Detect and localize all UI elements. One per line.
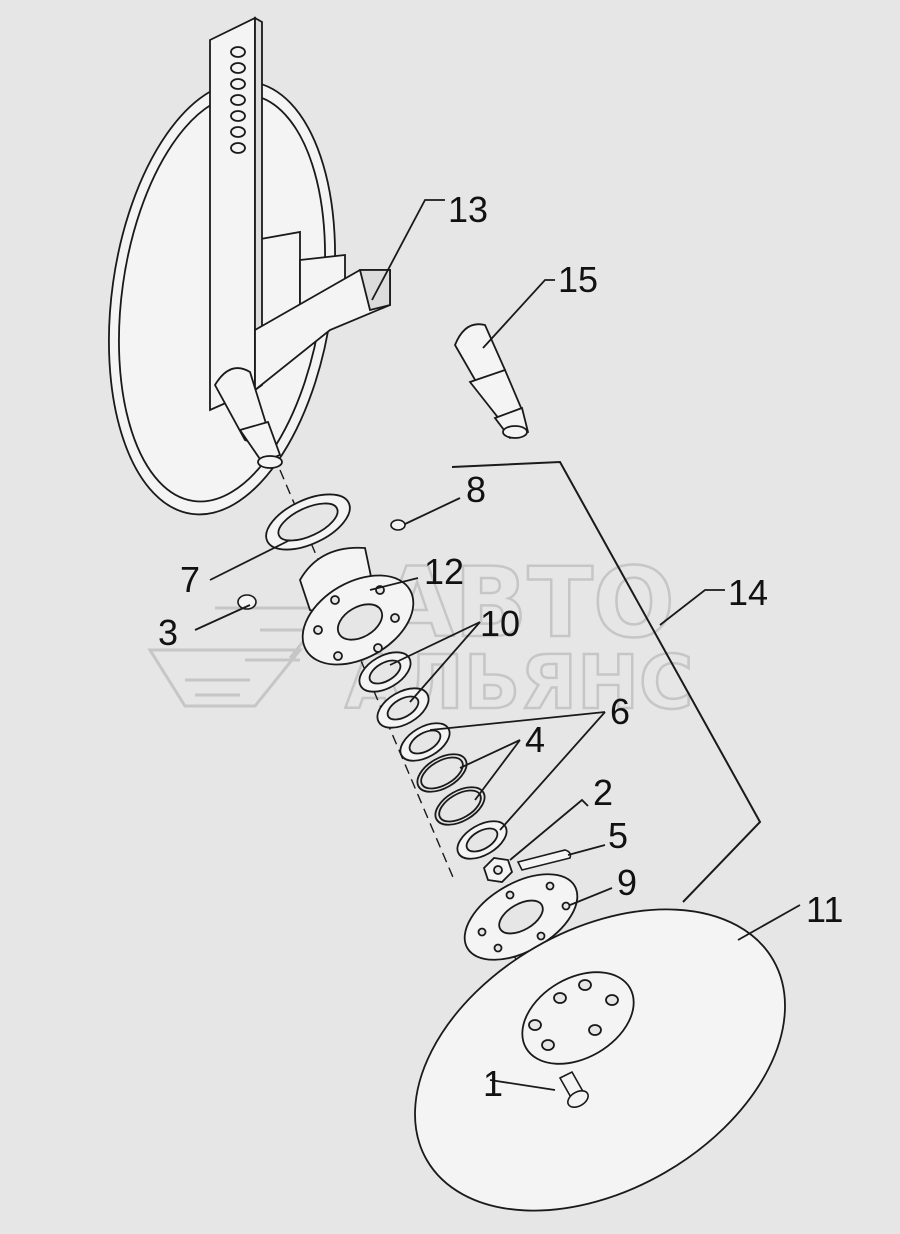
callout-labels: 1 2 3 4 5 6 7 8 9 10 11 12 13 14 15 <box>158 189 843 1104</box>
spindle-end-face <box>502 425 528 439</box>
leader-6 <box>429 711 606 831</box>
callout-1: 1 <box>483 1063 503 1104</box>
arm-adjust-holes <box>230 46 246 154</box>
callout-15: 15 <box>558 259 598 300</box>
leader-9 <box>569 887 613 906</box>
leader-3 <box>194 604 251 631</box>
part-14-group-bracket <box>451 460 762 903</box>
part-9-washer <box>463 873 579 961</box>
callout-4: 4 <box>525 719 545 760</box>
leader-14 <box>659 589 725 626</box>
callout-2: 2 <box>593 772 613 813</box>
spindle-shaft <box>238 420 282 464</box>
watermark-line1: АВТО <box>380 547 675 659</box>
leader-10 <box>389 621 481 703</box>
leader-2 <box>509 798 589 861</box>
callout-5: 5 <box>608 815 628 856</box>
callout-6: 6 <box>610 691 630 732</box>
callout-12: 12 <box>424 551 464 592</box>
part-6-seal-rings <box>399 722 508 860</box>
leader-13 <box>371 199 445 301</box>
part-8-plug <box>390 519 406 531</box>
part-7-seal <box>265 493 351 551</box>
leader-4 <box>459 739 521 801</box>
leader-15 <box>482 279 555 349</box>
leader-1 <box>489 1079 556 1091</box>
callout-7: 7 <box>180 559 200 600</box>
leader-8 <box>404 497 461 525</box>
part-12-hub <box>299 546 415 666</box>
part-5-cotter-pin <box>516 849 572 871</box>
callout-9: 9 <box>617 862 637 903</box>
callout-10: 10 <box>480 603 520 644</box>
leader-7 <box>209 539 291 581</box>
part-2-nut <box>482 857 514 883</box>
callout-3: 3 <box>158 612 178 653</box>
part-1-bolt <box>558 1070 589 1108</box>
leader-lines <box>194 199 801 1091</box>
callout-14: 14 <box>728 572 768 613</box>
part-3-grease-nipple <box>237 594 257 610</box>
callout-13: 13 <box>448 189 488 230</box>
callout-11: 11 <box>806 889 843 930</box>
leader-11 <box>737 904 801 941</box>
leader-5 <box>567 844 606 856</box>
part-13-frame-arm <box>108 16 391 516</box>
assembly-axis-line <box>279 469 456 883</box>
part-4-retaining-rings <box>416 753 486 826</box>
part-11-disc <box>414 908 786 1212</box>
leader-12 <box>369 577 419 591</box>
spindle-tip <box>257 455 283 469</box>
part-15-spindle <box>454 323 530 440</box>
arm-vertical <box>209 16 256 412</box>
hub-bore <box>337 603 383 641</box>
callout-8: 8 <box>466 469 486 510</box>
